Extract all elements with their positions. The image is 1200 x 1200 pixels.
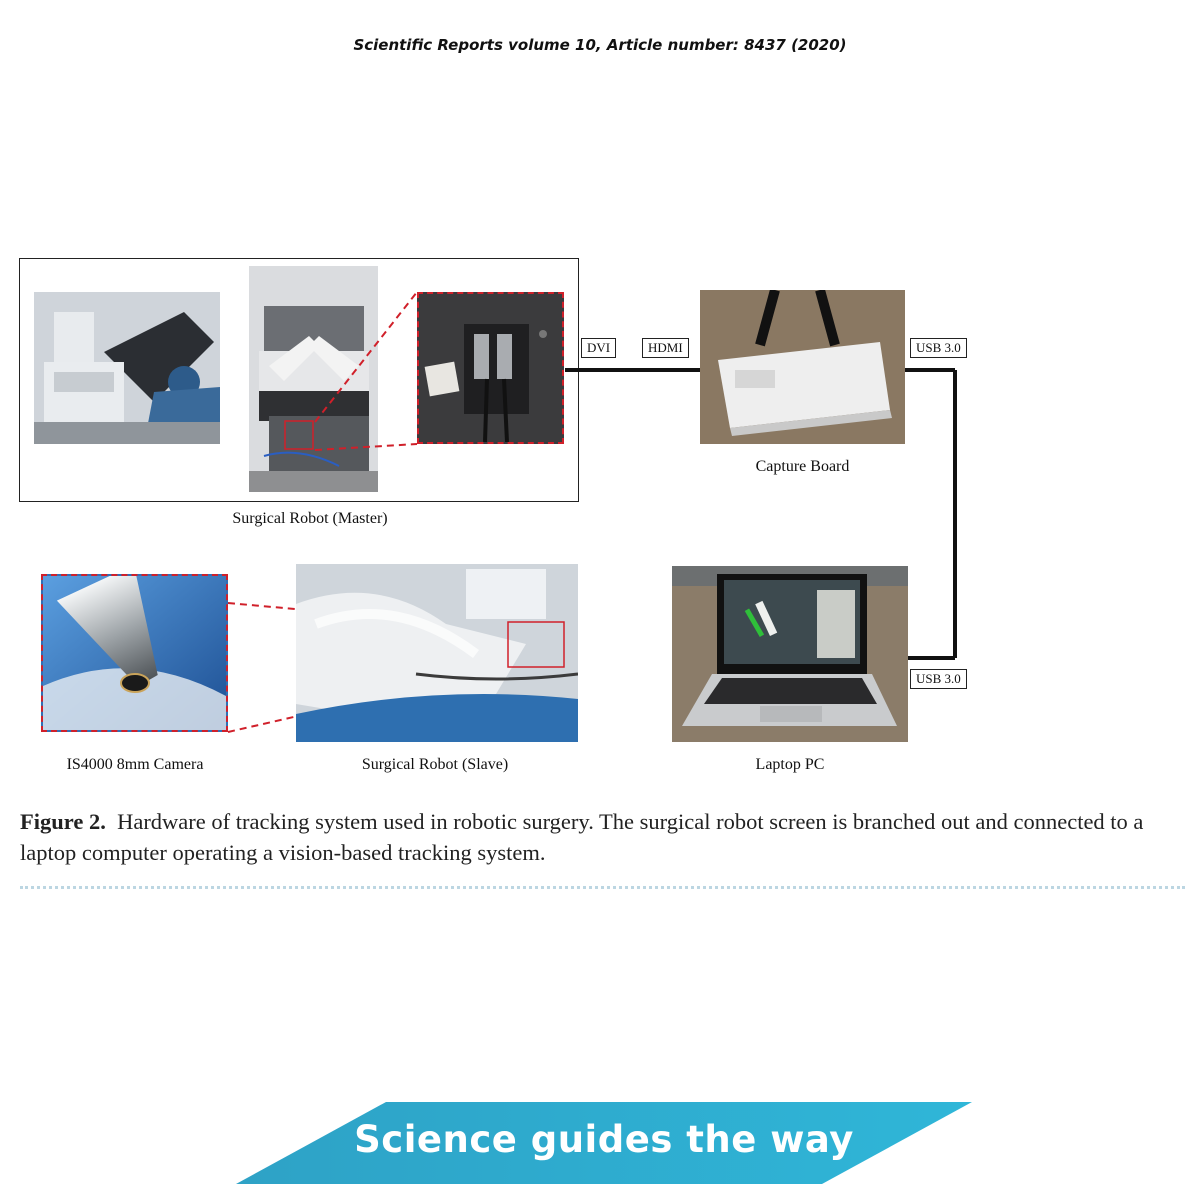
master-label: Surgical Robot (Master) (232, 510, 388, 527)
slave-robot-photo (296, 564, 578, 742)
usb-top-label: USB 3.0 (910, 338, 967, 358)
camera-label: IS4000 8mm Camera (66, 756, 204, 773)
master-console-photo (249, 266, 378, 492)
figure-number: Figure 2. (20, 809, 106, 834)
slave-label: Surgical Robot (Slave) (361, 756, 509, 773)
master-frame (19, 258, 579, 502)
figure-caption-text: Hardware of tracking system used in robo… (20, 809, 1144, 865)
dotted-divider (20, 886, 1185, 889)
banner-text: Science guides the way (354, 1118, 854, 1161)
capture-board-label: Capture Board (755, 458, 850, 475)
journal-citation: Scientific Reports volume 10, Article nu… (353, 36, 847, 54)
master-ports-zoom-photo (417, 292, 564, 444)
laptop-photo (672, 566, 908, 742)
hdmi-label: HDMI (642, 338, 689, 358)
camera-zoom-photo (41, 574, 228, 732)
capture-board-photo (700, 290, 905, 444)
banner-shape (236, 1102, 972, 1184)
dvi-label: DVI (581, 338, 617, 358)
operator-console-photo (34, 292, 220, 444)
figure-caption: Figure 2. Hardware of tracking system us… (20, 806, 1185, 868)
usb-bottom-label: USB 3.0 (910, 669, 967, 689)
laptop-label: Laptop PC (755, 756, 825, 773)
